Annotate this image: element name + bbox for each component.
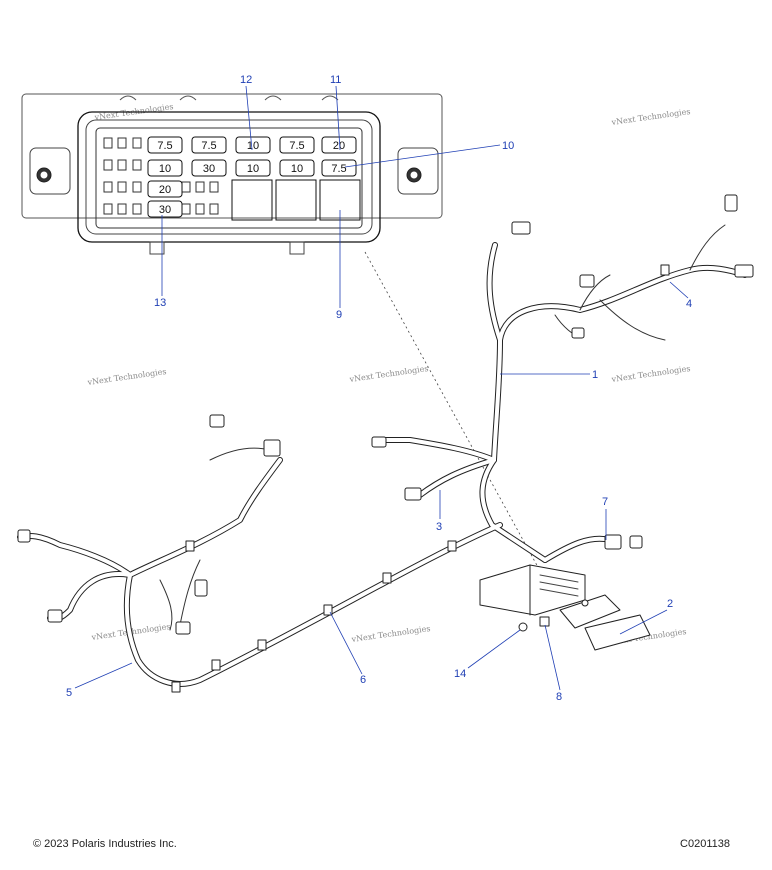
callout-7: 7 (602, 496, 608, 508)
callout-13: 13 (154, 297, 166, 309)
fuse-rating: 10 (247, 163, 259, 175)
watermark: vNext Technologies (610, 364, 691, 384)
fuse-ratings: 7.5 7.5 10 7.5 20 10 30 10 10 7.5 20 30 (157, 140, 346, 216)
fuse-rating: 10 (291, 163, 303, 175)
watermark: vNext Technologies (610, 107, 691, 127)
fuse-rating: 7.5 (289, 140, 304, 152)
leader-lines (74, 85, 689, 691)
watermark: vNext Technologies (348, 364, 429, 384)
fuse-rating: 7.5 (331, 163, 346, 175)
callout-11: 11 (330, 74, 341, 86)
watermark: vNext Technologies (350, 624, 431, 644)
watermark: vNext Technologies (86, 367, 167, 387)
callout-10: 10 (502, 140, 514, 152)
callout-9: 9 (336, 309, 342, 321)
callout-1: 1 (592, 369, 598, 381)
drawing-number: C0201138 (680, 838, 730, 850)
callout-8: 8 (556, 691, 562, 703)
callout-4: 4 (686, 298, 692, 310)
fuse-rating: 7.5 (157, 140, 172, 152)
wiring-harness (17, 194, 754, 693)
callout-3: 3 (436, 521, 442, 533)
watermarks: vNext Technologies vNext Technologies vN… (86, 102, 691, 647)
fuse-rating: 20 (333, 140, 345, 152)
callout-5: 5 (66, 687, 72, 699)
fuse-box-detail (21, 93, 443, 255)
detail-reference-line (364, 251, 546, 581)
callout-6: 6 (360, 674, 366, 686)
fuse-rating: 30 (159, 204, 171, 216)
callout-12: 12 (240, 74, 252, 86)
callout-labels: 1 2 3 4 5 6 7 8 9 10 11 12 13 14 (66, 74, 692, 703)
fuse-rating: 10 (247, 140, 259, 152)
fuse-rating: 30 (203, 163, 215, 175)
fuse-rating: 20 (159, 184, 171, 196)
callout-2: 2 (667, 598, 673, 610)
copyright-text: © 2023 Polaris Industries Inc. (33, 838, 177, 850)
fuse-rating: 7.5 (201, 140, 216, 152)
callout-14: 14 (454, 668, 466, 680)
fuse-rating: 10 (159, 163, 171, 175)
